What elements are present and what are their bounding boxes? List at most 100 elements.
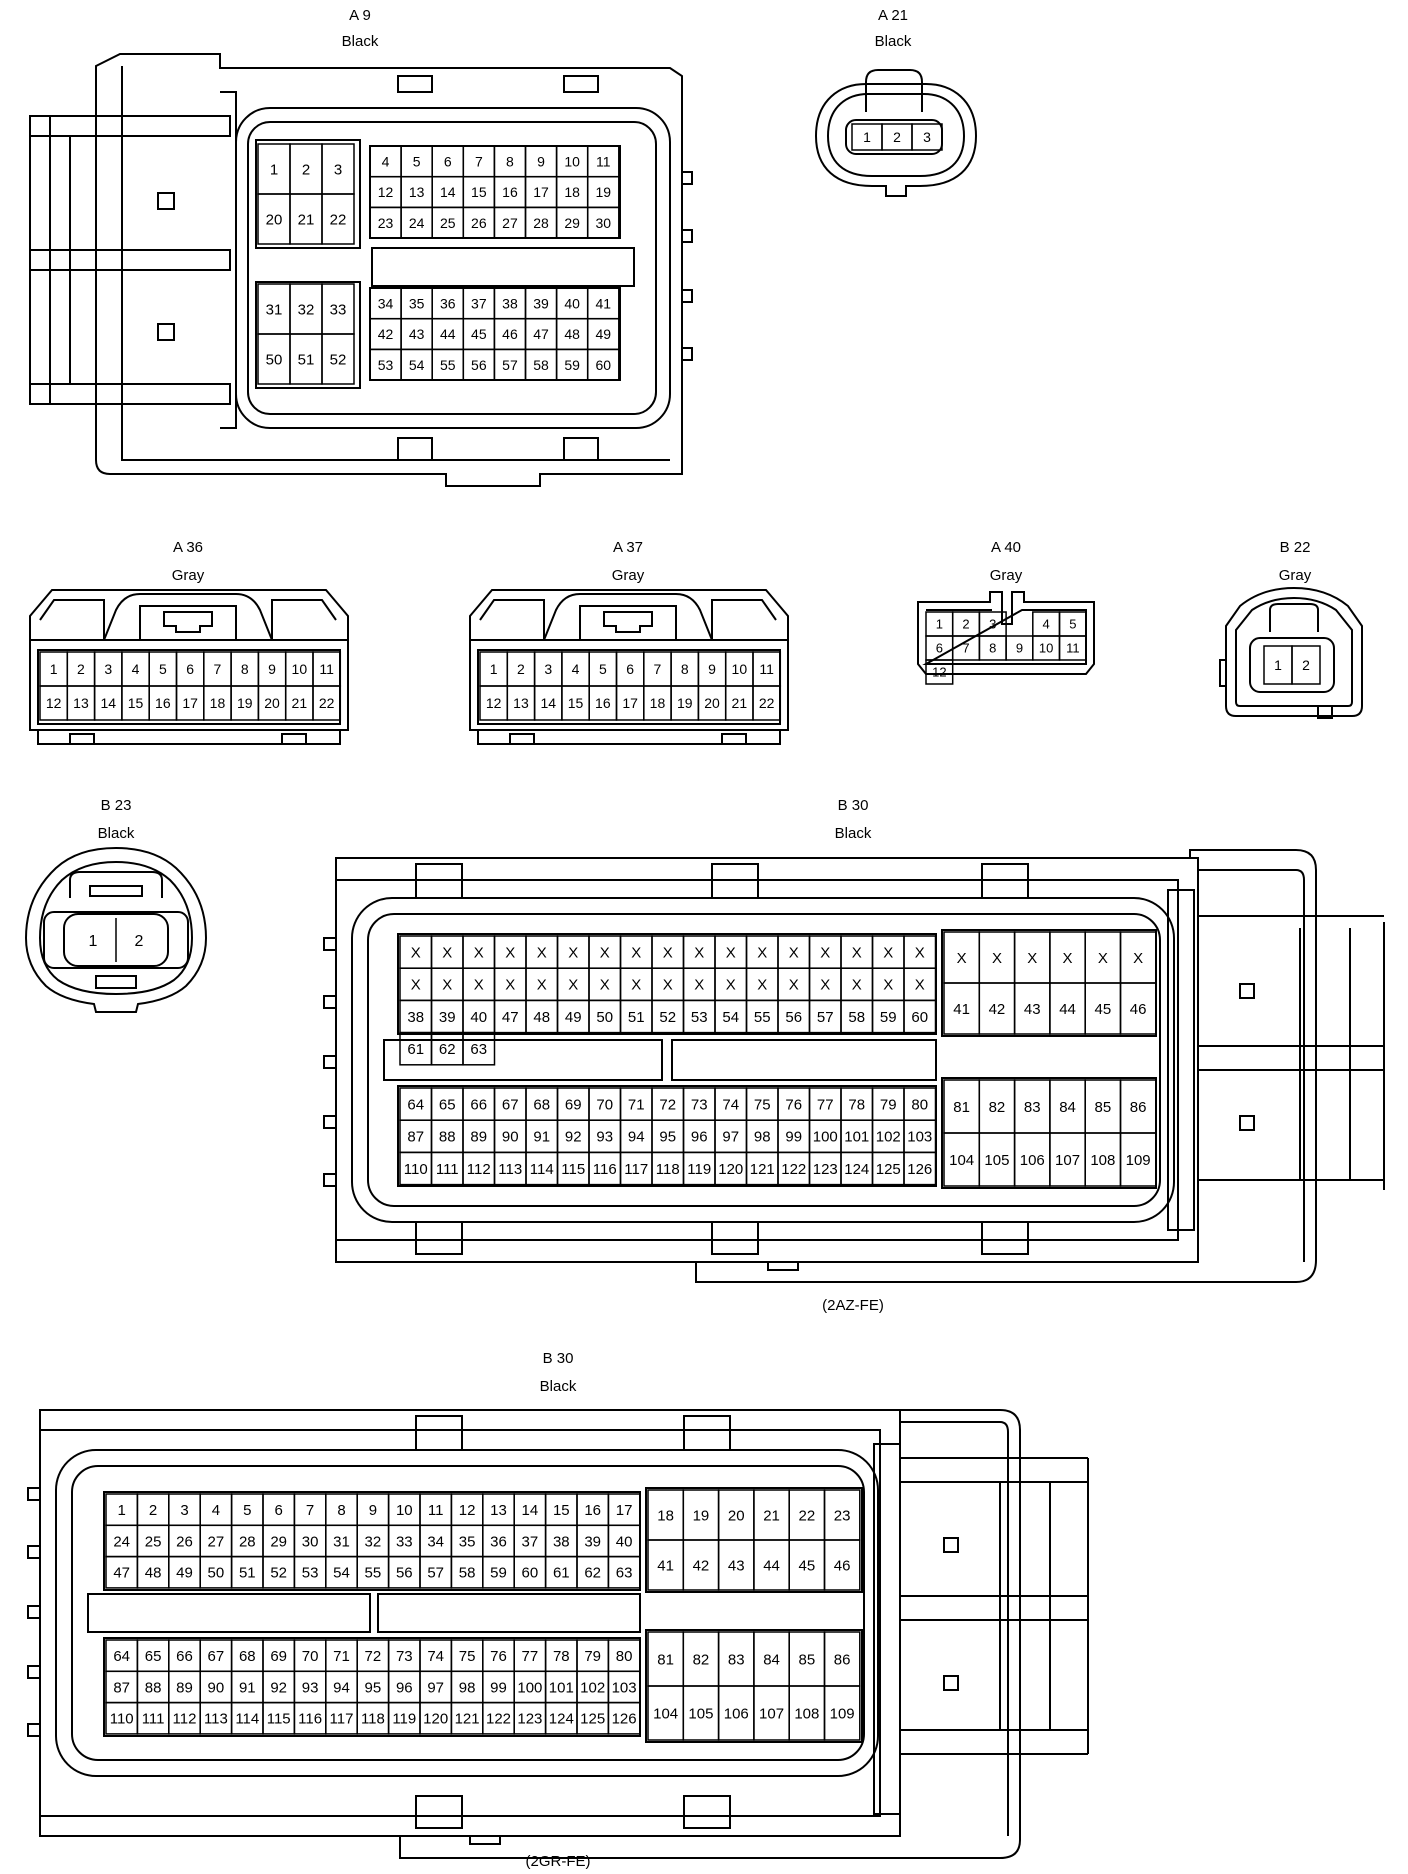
pin-cell: 8 <box>230 651 260 687</box>
pin-cell: 83 <box>1013 1079 1051 1134</box>
pin-cell: 18 <box>643 685 672 721</box>
pin-cell: 2 <box>881 123 913 151</box>
pin-cell: 117 <box>325 1701 358 1735</box>
pin-number: 39 <box>439 1009 456 1026</box>
pin-number: 7 <box>306 1502 314 1519</box>
pin-number: 3 <box>989 617 996 632</box>
pin-cell: 85 <box>788 1631 826 1687</box>
pin-number: 37 <box>522 1533 539 1550</box>
pin-box <box>607 1555 641 1589</box>
pin-number: 65 <box>439 1097 456 1114</box>
pin-number: 83 <box>1024 1099 1041 1116</box>
pin-number: 79 <box>880 1097 897 1114</box>
pin-cell: 10 <box>724 651 754 687</box>
pin-number: 86 <box>834 1651 851 1668</box>
pin-cell: 13 <box>400 175 433 209</box>
pin-number: 93 <box>596 1129 613 1146</box>
pin-number: 108 <box>794 1705 819 1722</box>
pin-cell: 6 <box>175 651 205 687</box>
pin-number: 77 <box>522 1648 539 1665</box>
pin-number: 19 <box>595 184 611 200</box>
pin-cell: 9 <box>257 651 287 687</box>
pin-cell: 122 <box>777 1151 811 1186</box>
pin-number: 99 <box>785 1129 802 1146</box>
pin-number: 48 <box>564 326 580 342</box>
pin-cell: 61 <box>544 1555 578 1589</box>
pin-number: X <box>568 945 578 962</box>
pin-cell: 68 <box>525 1087 559 1121</box>
pin-cell: 9 <box>1005 635 1034 661</box>
pin-number: 108 <box>1090 1152 1115 1169</box>
pin-number: 13 <box>409 184 425 200</box>
pin-number: 100 <box>813 1129 838 1146</box>
pin-number: 23 <box>378 215 394 231</box>
pin-number: 26 <box>176 1533 193 1550</box>
pin-cell: 38 <box>493 287 527 320</box>
pin-number: 89 <box>176 1679 193 1696</box>
pin-number: 60 <box>595 357 611 373</box>
pin-number: 116 <box>298 1711 322 1728</box>
pin-cell: 5 <box>400 145 433 178</box>
pin-number: 18 <box>564 184 580 200</box>
pin-number: 72 <box>659 1097 676 1114</box>
pin-number: 27 <box>208 1533 225 1550</box>
pin-box <box>312 685 342 721</box>
pin-cell: 118 <box>651 1151 685 1186</box>
pin-cell: 76 <box>482 1639 515 1673</box>
pin-number: 104 <box>949 1152 974 1169</box>
pin-number: X <box>694 977 704 994</box>
pin-number: 124 <box>844 1161 869 1178</box>
pin-number: 71 <box>333 1648 350 1665</box>
pin-cell: X <box>556 935 590 969</box>
pin-number: 2 <box>302 161 310 178</box>
pin-cell: 18 <box>647 1489 685 1541</box>
pin-cell: 44 <box>753 1539 790 1591</box>
pin-cell: 125 <box>871 1151 905 1186</box>
pin-number: 74 <box>722 1097 739 1114</box>
connector-b30-2az: B 30 Black (2AZ-FE) <box>323 797 1385 1314</box>
pin-number: 3 <box>923 129 931 145</box>
pin-number: X <box>505 945 515 962</box>
pin-cell: 83 <box>717 1631 755 1687</box>
pin-number: 20 <box>728 1507 745 1524</box>
pin-cell: 52 <box>262 1555 296 1589</box>
pin-cell: 3 <box>93 651 123 687</box>
pin-cell: 10 <box>1032 635 1061 661</box>
pin-number: X <box>663 977 673 994</box>
pin-cell: 6 <box>615 651 645 687</box>
pin-cell: 30 <box>293 1524 327 1558</box>
pin-box <box>1291 645 1321 685</box>
pin-number: 48 <box>533 1009 550 1026</box>
pin-number: 106 <box>1020 1152 1045 1169</box>
pin-cell: 74 <box>419 1639 453 1673</box>
pin-cell: X <box>714 935 748 969</box>
pin-cell: 78 <box>544 1639 578 1673</box>
pin-cell: 32 <box>289 283 323 335</box>
pin-cell: 37 <box>462 287 496 320</box>
pin-cell: 22 <box>321 193 355 245</box>
pin-number: 46 <box>1130 1001 1147 1018</box>
pin-cell: 2 <box>1291 645 1321 685</box>
pin-number: 69 <box>565 1097 582 1114</box>
pin-cell: 2 <box>66 651 96 687</box>
pin-number: 126 <box>907 1161 932 1178</box>
pin-number: 102 <box>580 1679 605 1696</box>
pin-cell: 1 <box>89 933 98 950</box>
pin-cell: 115 <box>262 1701 296 1735</box>
pin-cell: 89 <box>462 1119 496 1154</box>
pin-cell: X <box>462 935 496 969</box>
pin-cell: 99 <box>777 1119 811 1154</box>
pin-cell: 50 <box>588 999 622 1034</box>
pin-cell: X <box>903 967 937 1002</box>
pin-cell: 41 <box>586 287 620 320</box>
pin-cell: 35 <box>450 1524 484 1558</box>
pin-cell: 18 <box>555 175 589 209</box>
pin-number: 84 <box>1059 1099 1076 1116</box>
pin-number: 9 <box>1016 641 1023 656</box>
pin-cell: 79 <box>576 1639 610 1673</box>
pin-number: 73 <box>691 1097 708 1114</box>
pin-cell: 39 <box>524 287 558 320</box>
pin-number: 35 <box>459 1533 476 1550</box>
pin-number: 47 <box>113 1565 130 1582</box>
